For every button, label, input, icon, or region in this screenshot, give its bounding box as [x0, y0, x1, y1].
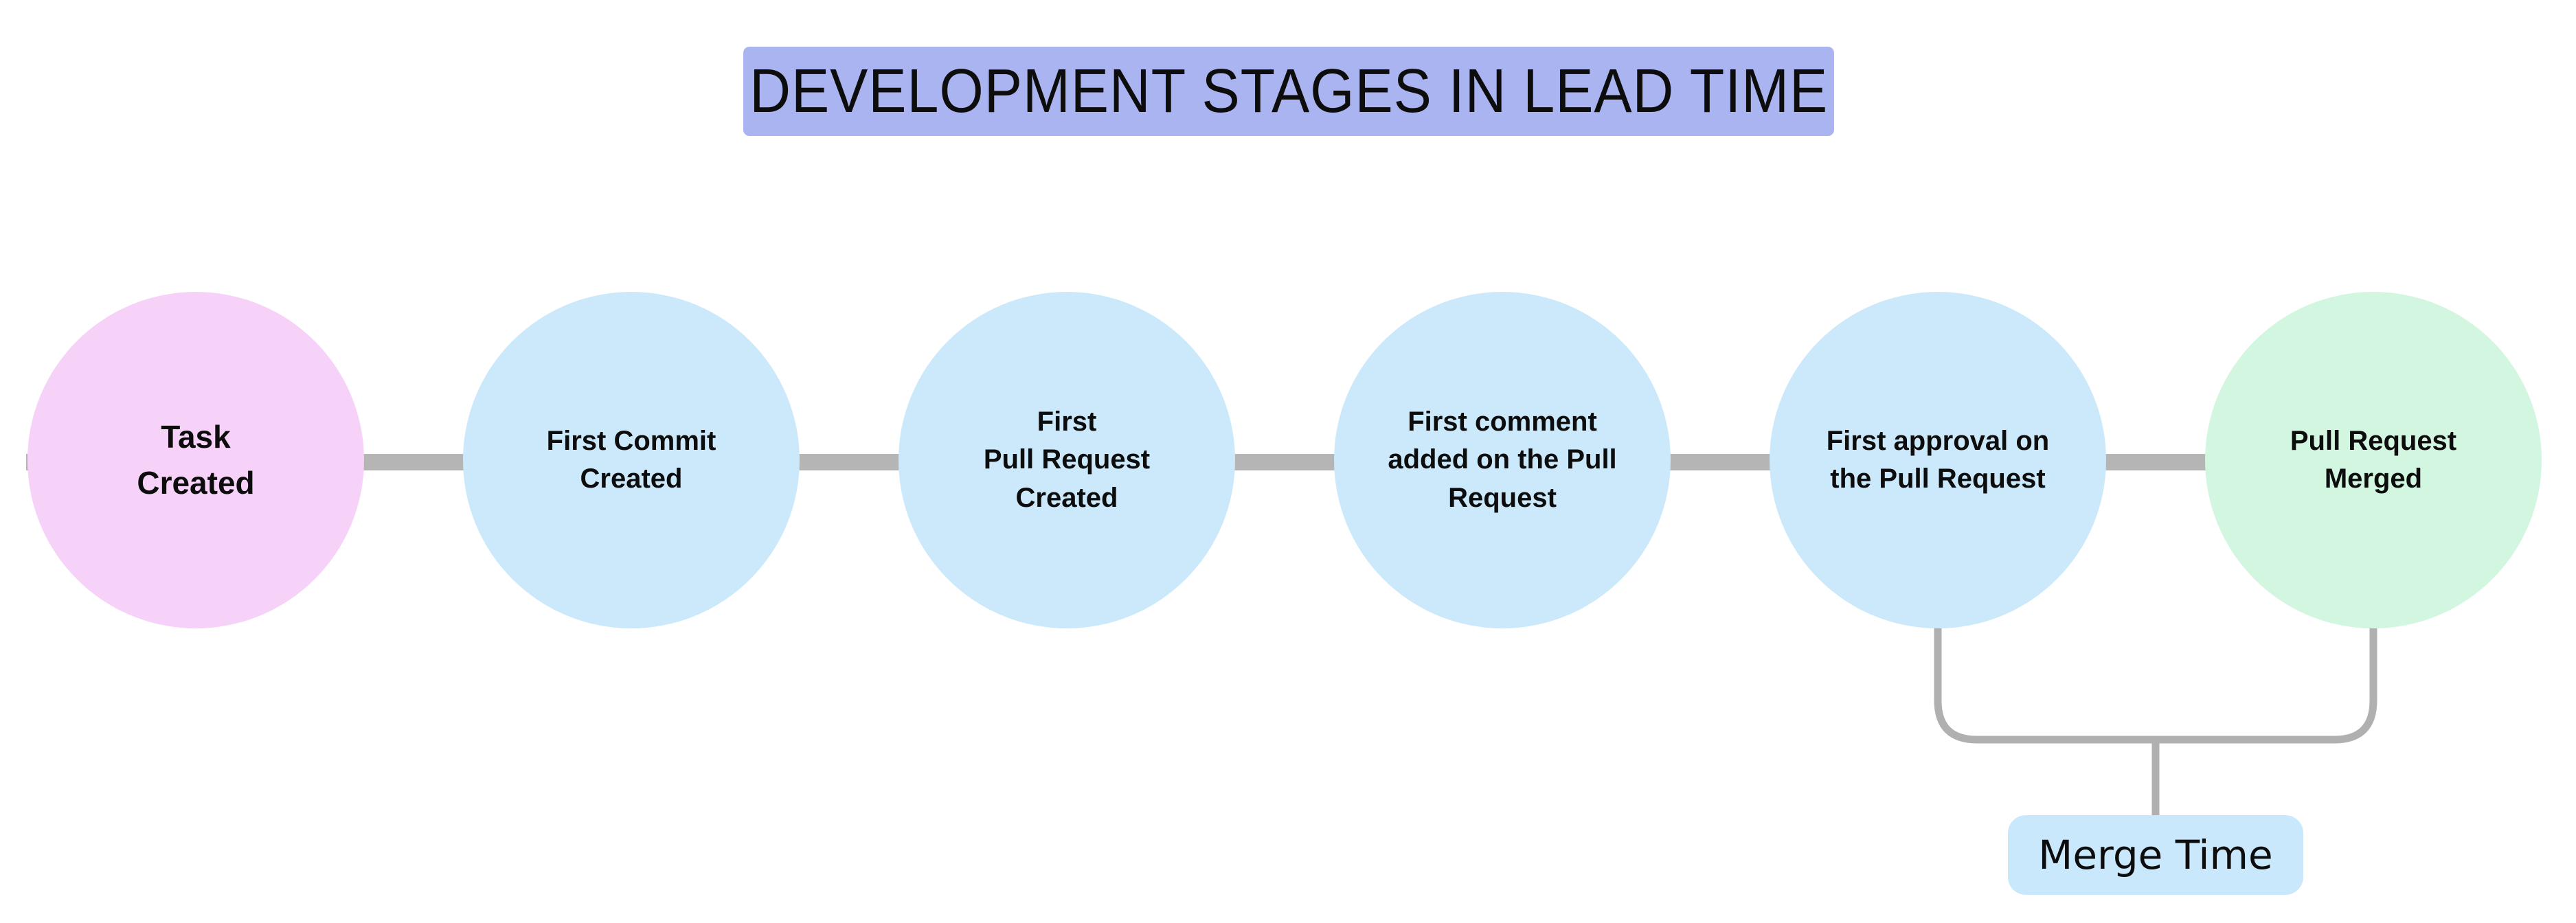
- merge-time-label: Merge Time: [2008, 815, 2303, 895]
- stage-circle-first-comment-added: First comment added on the Pull Request: [1334, 292, 1671, 628]
- merge-time-bracket-path: [1934, 622, 2377, 817]
- merge-time-text: Merge Time: [2038, 832, 2273, 878]
- stage-label-pull-request-merged: Pull Request Merged: [2290, 425, 2457, 494]
- stage-circle-pull-request-merged: Pull Request Merged: [2205, 292, 2542, 628]
- stage-circle-task-created: Task Created: [27, 292, 364, 628]
- stage-circle-first-pull-request-created: First Pull Request Created: [899, 292, 1235, 628]
- stage-label-first-pull-request-created: First Pull Request Created: [983, 407, 1151, 513]
- title-banner: DEVELOPMENT STAGES IN LEAD TIME: [743, 47, 1834, 136]
- stage-label-task-created: Task Created: [137, 419, 255, 501]
- diagram-title: DEVELOPMENT STAGES IN LEAD TIME: [749, 56, 1828, 126]
- stage-label-first-commit-created: First Commit Created: [546, 425, 716, 494]
- stage-label-first-comment-added: First comment added on the Pull Request: [1388, 407, 1617, 513]
- stage-circle-first-commit-created: First Commit Created: [463, 292, 800, 628]
- stage-circle-first-approval: First approval on the Pull Request: [1770, 292, 2106, 628]
- stage-label-first-approval: First approval on the Pull Request: [1826, 425, 2050, 494]
